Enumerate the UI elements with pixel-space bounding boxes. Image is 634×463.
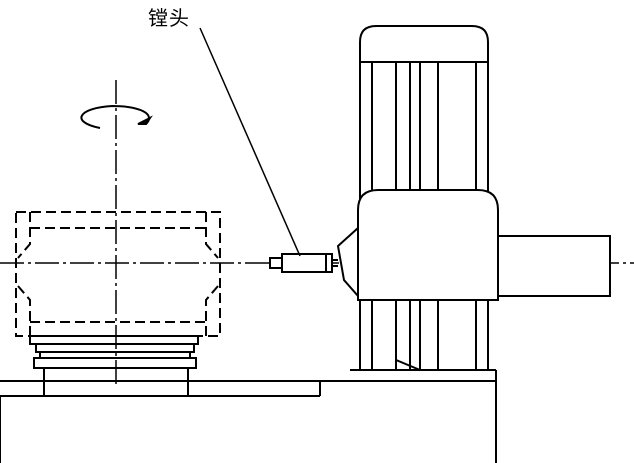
machine-bed bbox=[0, 369, 497, 463]
boring-head bbox=[269, 253, 338, 273]
boring-head-label: 镗头 bbox=[148, 6, 190, 30]
rotation-axis bbox=[80, 80, 153, 385]
callout-leader-line bbox=[199, 27, 301, 257]
headstock bbox=[357, 189, 499, 301]
workpiece-outline bbox=[15, 211, 221, 337]
spindle-nose bbox=[336, 225, 359, 299]
quill-housing bbox=[497, 235, 611, 297]
rotary-table bbox=[29, 335, 199, 397]
